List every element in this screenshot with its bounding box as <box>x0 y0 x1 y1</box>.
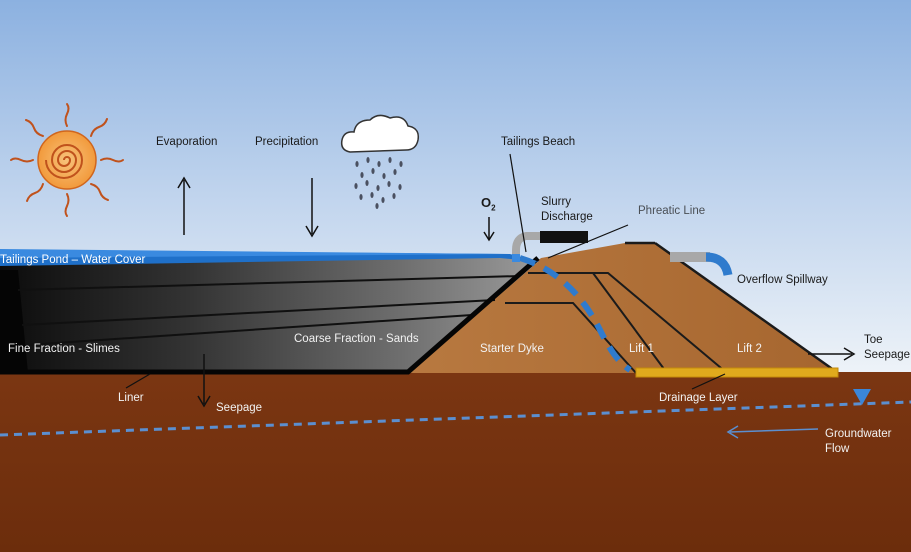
slurry-pipe <box>540 231 588 243</box>
cloud-rain-icon <box>340 114 420 209</box>
tailings-deposit <box>0 255 538 373</box>
tailings-pond-water-top <box>0 249 512 258</box>
tailings-beach-label: Tailings Beach <box>501 136 576 148</box>
water-level-icon <box>853 389 871 405</box>
oxygen-symbol: O <box>481 195 492 210</box>
dyke-outline <box>654 241 839 375</box>
seepage-arrow <box>197 354 211 408</box>
phreatic-line-label: Phreatic Line <box>638 205 706 217</box>
toe-seepage-arrow <box>808 347 856 361</box>
phreatic-line-curve <box>519 255 632 373</box>
precipitation-arrow <box>305 178 319 238</box>
oxygen-label: O2 <box>481 196 496 216</box>
groundwater-flow-arrow <box>726 425 819 439</box>
spillway-pipe <box>670 252 710 262</box>
dyke-body <box>408 243 838 373</box>
lift1-label: Lift 1 <box>629 343 654 355</box>
slurry-pipe-elbow <box>512 232 540 262</box>
drainage-layer-label: Drainage Layer <box>659 392 738 404</box>
liner <box>0 256 540 375</box>
seepage-label: Seepage <box>216 402 263 414</box>
precipitation-label: Precipitation <box>255 136 319 148</box>
toe-seepage-label-line1: Toe <box>864 334 883 346</box>
lift2-label: Lift 2 <box>737 343 762 355</box>
sun-icon <box>10 103 124 217</box>
tailings-layer-2 <box>21 299 496 326</box>
tailings-left-edge <box>0 270 28 373</box>
tailings-layer-1 <box>17 275 521 291</box>
ground <box>0 372 911 552</box>
evaporation-arrow <box>177 176 191 235</box>
drainage-layer-pointer <box>691 373 726 390</box>
liner-pointer <box>125 373 151 389</box>
starter-dyke-label: Starter Dyke <box>480 343 544 355</box>
toe-seepage-label-line2: Seepage <box>864 349 911 361</box>
groundwater-table-line <box>0 400 911 437</box>
tailings-pond-label: Tailings Pond – Water Cover <box>0 254 146 266</box>
evaporation-label: Evaporation <box>156 136 218 148</box>
tailings-beach-pointer <box>509 153 527 253</box>
slurry-discharge-label-line2: Discharge <box>541 211 593 223</box>
groundwater-flow-label-line2: Flow <box>825 443 850 455</box>
slurry-discharge-label-line1: Slurry <box>541 196 572 208</box>
groundwater-flow-label-line1: Groundwater <box>825 428 892 440</box>
oxygen-arrow <box>483 217 495 242</box>
phreatic-line-pointer <box>547 224 629 259</box>
lift2-boundary <box>593 272 728 374</box>
coarse-fraction-label: Coarse Fraction - Sands <box>294 333 419 345</box>
liner-label: Liner <box>118 392 144 404</box>
drainage-layer <box>635 367 839 378</box>
tailings-layer-3 <box>25 314 473 346</box>
starter-dyke-boundary <box>505 302 637 374</box>
overflow-spillway-label: Overflow Spillway <box>737 274 828 286</box>
slurry-outlet <box>512 254 520 262</box>
oxygen-subscript: 2 <box>491 203 496 213</box>
fine-fraction-label: Fine Fraction - Slimes <box>8 343 120 355</box>
spillway-outflow <box>705 252 733 277</box>
